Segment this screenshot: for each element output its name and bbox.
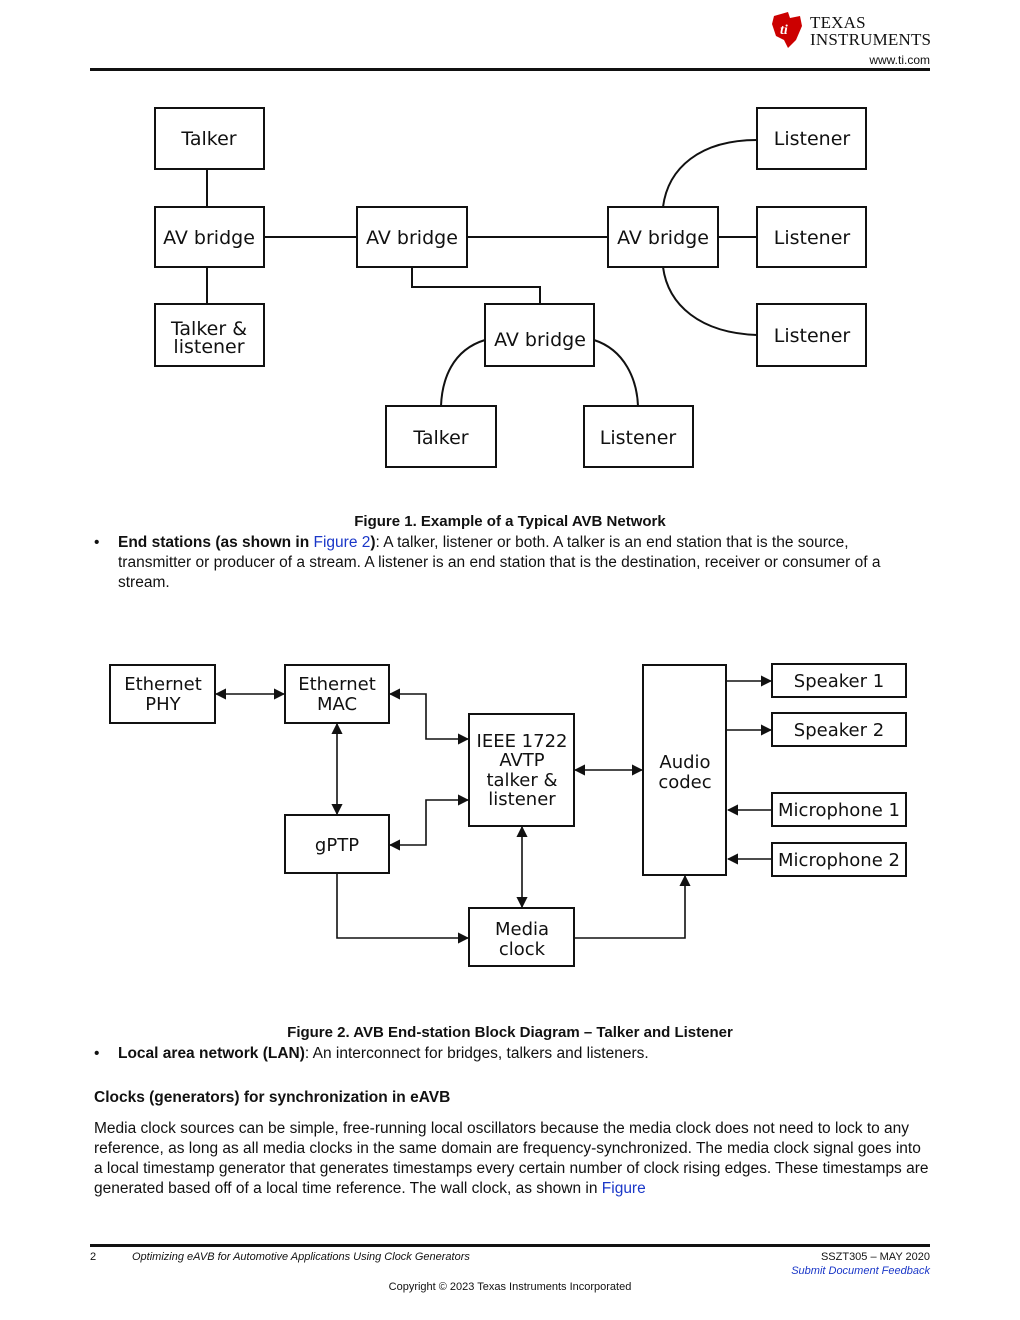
ti-logo-icon: ti <box>772 12 802 48</box>
f2-mic1: Microphone 1 <box>778 800 900 821</box>
bullet2-text: Local area network (LAN): An interconnec… <box>118 1044 918 1064</box>
ti-wordmark: Texas Instruments <box>810 14 931 48</box>
svg-text:ti: ti <box>780 23 788 38</box>
f1-listener-bottom: Listener <box>600 427 677 449</box>
footer-copyright: Copyright © 2023 Texas Instruments Incor… <box>388 1281 632 1293</box>
f2-eth-mac-2: MAC <box>317 694 357 715</box>
f2-avtp-3: talker & <box>486 770 557 791</box>
footer-rule <box>90 1244 930 1247</box>
f1-listener-top: Listener <box>774 128 851 150</box>
f1-bridge-left: AV bridge <box>163 227 255 249</box>
section-paragraph-text: Media clock sources can be simple, free-… <box>94 1120 929 1197</box>
bullet2-marker: • <box>94 1045 100 1062</box>
bullet1-bold-lead: End stations (as shown in <box>118 534 314 551</box>
f2-speaker1: Speaker 1 <box>794 671 884 692</box>
f1-bridge-right: AV bridge <box>617 227 709 249</box>
f1-listener-mid: Listener <box>774 227 851 249</box>
f1-talker-listener-2: listener <box>173 336 244 358</box>
footer-doc-id: SSZT305 – MAY 2020 <box>820 1251 930 1263</box>
f1-listener-low: Listener <box>774 325 851 347</box>
f2-avtp-1: IEEE 1722 <box>477 731 568 752</box>
f2-avtp-4: listener <box>488 789 556 810</box>
f1-bridge-bottom: AV bridge <box>494 329 586 351</box>
figure1-caption: Figure 1. Example of a Typical AVB Netwo… <box>354 513 666 530</box>
footer-feedback-link[interactable]: Submit Document Feedback <box>791 1265 930 1277</box>
section-paragraph: Media clock sources can be simple, free-… <box>94 1119 929 1199</box>
footer-page-number: 2 <box>90 1251 97 1263</box>
f1-talker-listener-1: Talker & <box>170 318 247 340</box>
bullet1-body: : A talker, listener or both. A talker i… <box>118 534 881 591</box>
f2-media-1: Media <box>495 919 549 940</box>
f2-eth-phy-2: PHY <box>145 694 181 715</box>
f2-media-2: clock <box>499 939 546 960</box>
header-url[interactable]: www.ti.com <box>869 53 930 67</box>
f2-codec-1: Audio <box>659 752 710 773</box>
f1-talker-top: Talker <box>180 128 236 150</box>
bullet1-bold-close: ) <box>370 534 376 551</box>
logo-line1: Texas <box>810 13 866 32</box>
section-heading: Clocks (generators) for synchronization … <box>94 1089 451 1106</box>
figure2-caption: Figure 2. AVB End-station Block Diagram … <box>287 1024 733 1041</box>
f1-bridge-center: AV bridge <box>366 227 458 249</box>
f2-gptp: gPTP <box>315 835 359 856</box>
f2-eth-mac-1: Ethernet <box>298 674 376 695</box>
f2-avtp-2: AVTP <box>499 750 544 771</box>
section-figure-link[interactable]: Figure <box>601 1180 646 1197</box>
f2-eth-phy-1: Ethernet <box>124 674 202 695</box>
f2-mic2: Microphone 2 <box>778 850 900 871</box>
bullet1-figure-link[interactable]: Figure 2 <box>313 534 371 551</box>
footer-doc-title: Optimizing eAVB for Automotive Applicati… <box>132 1251 470 1263</box>
figure1-diagram: Talker AV bridge Talker & listener AV br… <box>154 107 867 468</box>
f2-codec-2: codec <box>658 772 711 793</box>
header-rule <box>90 68 930 71</box>
logo-line2: Instruments <box>810 30 932 49</box>
bullet1-text: End stations (as shown in Figure 2): A t… <box>118 533 918 593</box>
bullet1-marker: • <box>94 534 100 551</box>
figure2-diagram: Ethernet PHY Ethernet MAC IEEE 1722 AVTP… <box>109 663 907 967</box>
bullet2-bold-lead: Local area network (LAN) <box>118 1045 305 1062</box>
bullet2-body: : An interconnect for bridges, talkers a… <box>304 1045 649 1062</box>
f2-speaker2: Speaker 2 <box>794 720 884 741</box>
f1-talker-bottom: Talker <box>412 427 468 449</box>
